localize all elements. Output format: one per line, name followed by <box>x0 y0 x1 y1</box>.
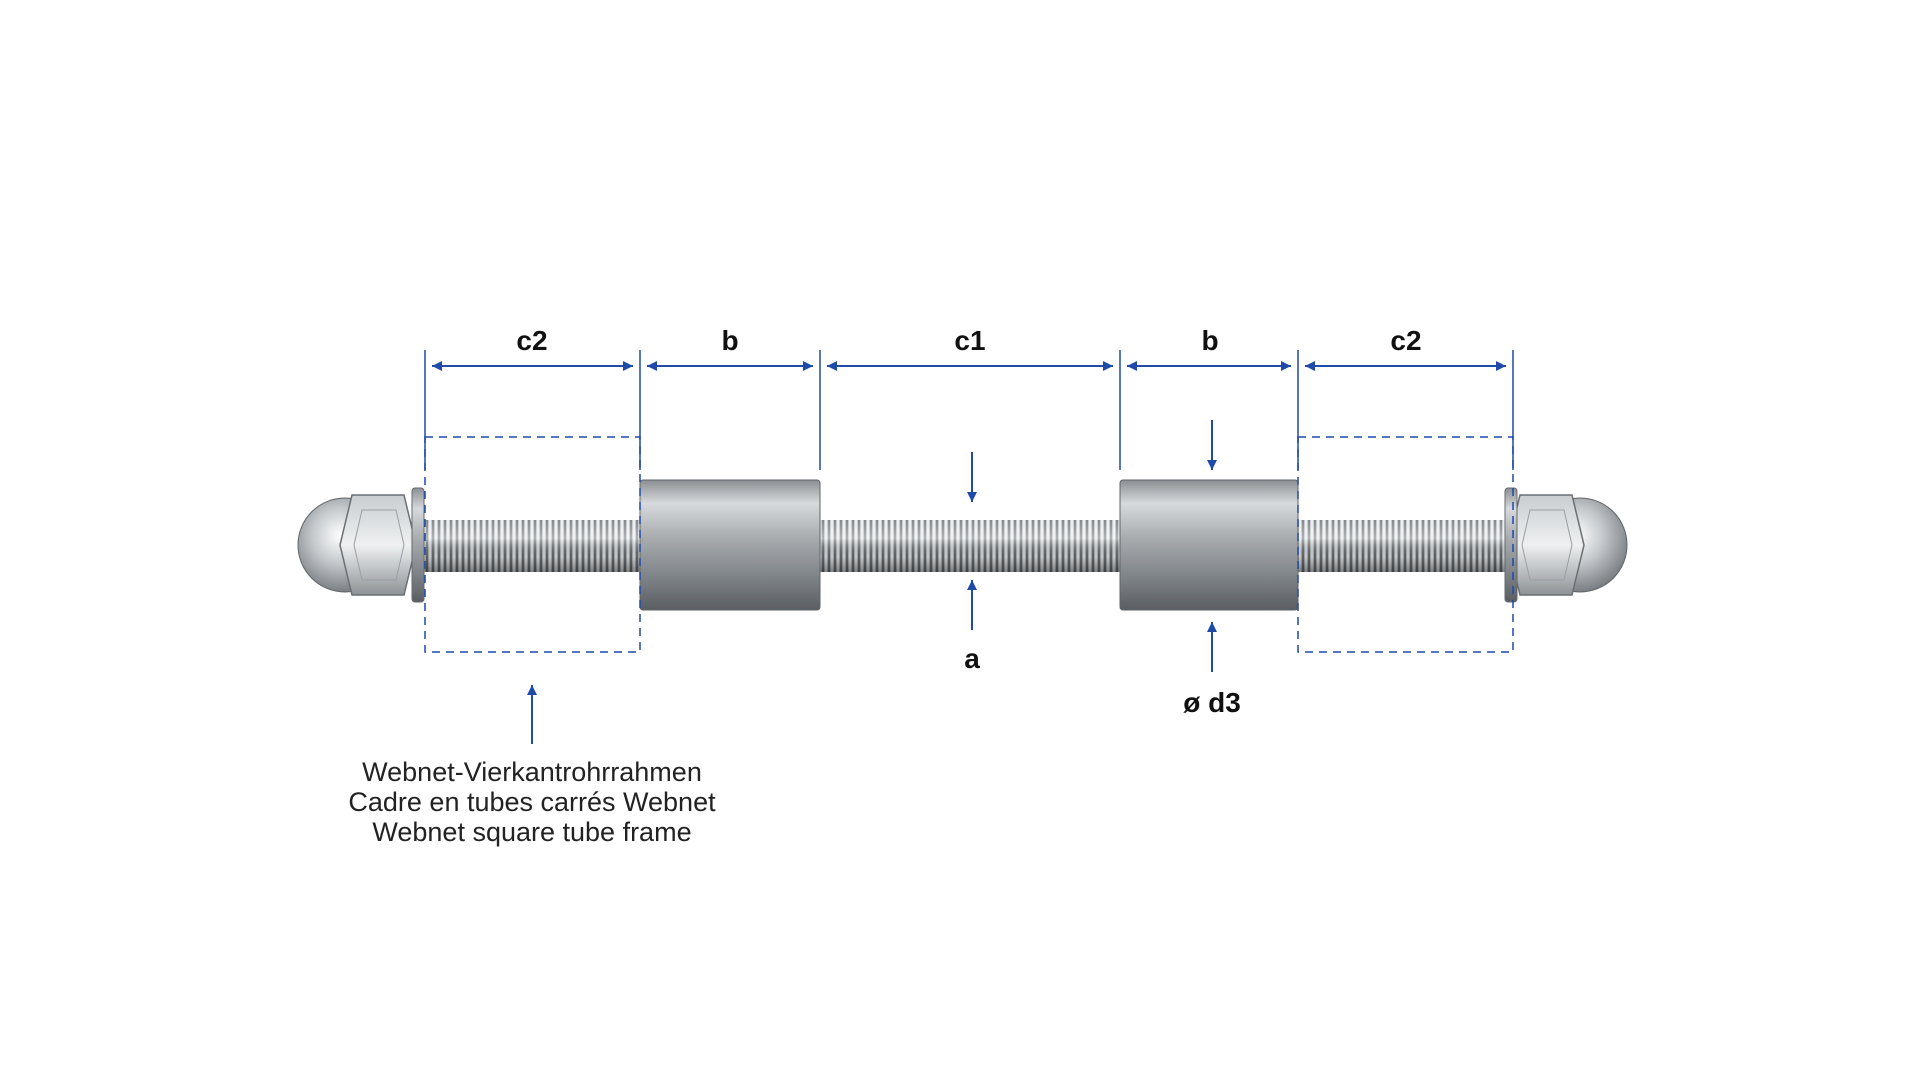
acorn-nut-left <box>297 487 425 603</box>
extension-lines <box>424 350 1514 470</box>
acorn-nut-right <box>1504 487 1628 603</box>
spacer-sleeve-right <box>1119 479 1299 611</box>
tube-frame-outline-left <box>424 436 641 653</box>
caption-english: Webnet square tube frame <box>372 817 691 847</box>
dim-label-a: a <box>964 643 980 674</box>
dim-label-c1: c1 <box>954 325 985 356</box>
dim-label-d3: ø d3 <box>1183 687 1241 718</box>
dim-label-c2-left: c2 <box>516 325 547 356</box>
threaded-rod <box>420 520 1510 572</box>
caption-german: Webnet-Vierkantrohrrahmen <box>362 757 702 787</box>
spacer-sleeve-left <box>639 479 821 611</box>
dim-label-c2-right: c2 <box>1390 325 1421 356</box>
dim-label-b-left: b <box>721 325 738 356</box>
dim-label-b-right: b <box>1201 325 1218 356</box>
tube-frame-outline-right <box>1297 436 1514 653</box>
caption-french: Cadre en tubes carrés Webnet <box>348 787 716 817</box>
